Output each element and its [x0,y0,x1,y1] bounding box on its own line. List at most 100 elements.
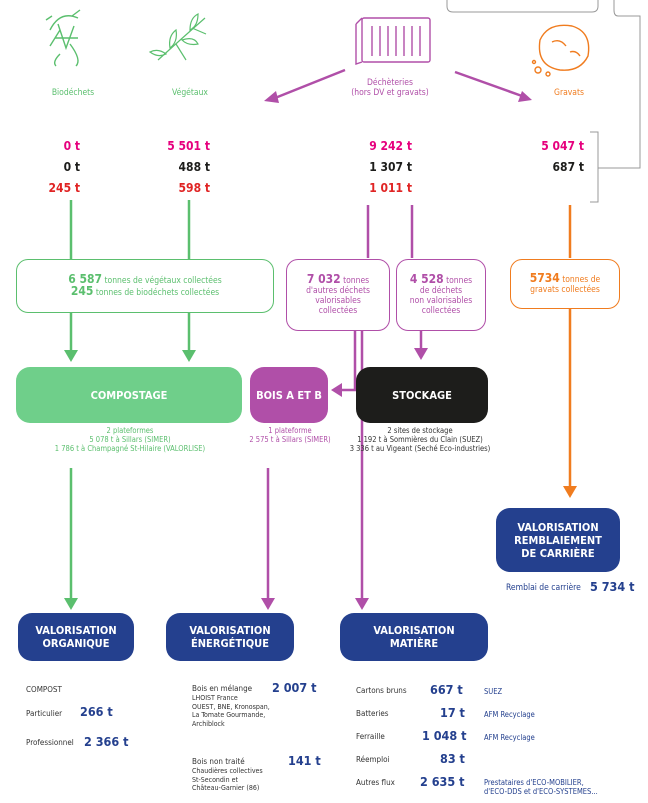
stockage-detail-3: 3 336 t au Vigeant (Seché Eco-industries… [349,444,491,453]
matiere-value-batteries: 17 t [440,705,465,720]
bois-non-traite-note-3: Château-Garnier (86) [192,784,260,792]
gravats-icon [531,24,590,77]
matiere-label-cartons: Cartons bruns [356,686,407,695]
remblai-line2: REMBLAIEMENT [514,533,602,547]
bio-collect-number: 245 [70,284,94,298]
grav-tons-2: 687 t [552,160,584,174]
vegetaux-collect-box: 6 587 tonnes de végétaux collectées 245 … [16,259,274,313]
veg-collect-number: 6 587 [68,272,103,286]
autres-collect-text4: collectées [318,306,358,316]
matiere-value-ferraille: 1 048 t [422,728,467,743]
matiere-dest-autres-2: d'ECO-DDS et d'ECO-SYSTEMES... [484,787,598,796]
dech-tons-1: 9 242 t [369,139,412,153]
grav-tons-1: 5 047 t [541,139,584,153]
stockage-box: STOCKAGE [356,367,488,423]
grav-collect-text1: tonnes de [562,275,601,285]
energetique-line1: VALORISATION [189,624,271,637]
valorisation-energetique-box: VALORISATION ÉNERGÉTIQUE [166,613,294,661]
stockage-detail-2: 1 192 t à Sommières du Clain (SUEZ) [357,435,483,444]
gravats-collect-box: 5734 tonnes de gravats collectées [510,259,620,309]
autres-collect-box: 7 032 tonnes d'autres déchets valorisabl… [286,259,390,331]
bois-non-traite-note-1: Chaudières collectives [192,767,263,775]
bois-melange-label: Bois en mélange [192,684,253,693]
matiere-dest-ferraille: AFM Recyclage [484,733,535,742]
bois-detail-2: 2 575 t à Sillars (SIMER) [249,435,331,444]
nonval-collect-text4: collectées [421,306,461,316]
stockage-detail-1: 2 sites de stockage [387,426,453,435]
veg-collect-text: tonnes de végétaux collectées [104,276,222,286]
matiere-value-autres: 2 635 t [420,774,465,789]
autres-collect-number: 7 032 [306,272,341,286]
autres-collect-text1: tonnes [343,276,370,286]
particulier-label: Particulier [26,709,63,718]
compostage-detail-3: 1 786 t à Champagné St-Hilaire (VALORLIS… [54,444,206,453]
matiere-label-ferraille: Ferraille [356,732,385,741]
matiere-label-reemploi: Réemploi [356,755,390,764]
nonval-collect-number: 4 528 [409,272,444,286]
nonval-collect-text2: de déchets [419,286,463,296]
bois-non-traite-label: Bois non traité [192,757,245,766]
gravats-label: Gravats [554,88,584,98]
stockage-details: 2 sites de stockage 1 192 t à Sommières … [330,426,510,453]
organique-line1: VALORISATION [35,624,117,637]
grav-collect-number: 5734 [529,271,560,285]
remblai-value: 5 734 t [590,579,635,594]
compostage-detail-1: 2 plateformes [106,426,154,435]
professionnel-value: 2 366 t [84,734,129,749]
dech-tons-3: 1 011 t [369,181,412,195]
compostage-detail-2: 5 078 t à Sillars (SIMER) [89,435,171,444]
decheteries-label: Déchèteries (hors DV et gravats) [330,78,450,98]
bois-non-traite-value: 141 t [288,753,321,768]
matiere-line2: MATIÈRE [389,637,439,650]
organique-line2: ORGANIQUE [42,637,110,650]
bois-melange-note-1: LHOIST France [192,694,238,702]
matiere-value-reemploi: 83 t [440,751,465,766]
container-icon [355,17,431,65]
decheteries-label-line1: Déchèteries [366,78,413,88]
nonval-collect-text1: tonnes [446,276,473,286]
bois-box: BOIS A ET B [250,367,328,423]
compostage-box: COMPOSTAGE [16,367,242,423]
bois-details: 1 plateforme 2 575 t à Sillars (SIMER) [228,426,352,444]
bois-non-traite-note-2: St-Secondin et [192,775,239,784]
decheteries-label-line2: (hors DV et gravats) [351,88,429,98]
grav-collect-text2: gravats collectées [530,285,600,295]
remblai-label: Remblai de carrière [506,583,581,593]
compostage-details: 2 plateformes 5 078 t à Sillars (SIMER) … [10,426,250,453]
bois-melange-note-2: OUEST, BNE, Kronospan, [192,702,270,711]
bois-melange-note: LHOIST France OUEST, BNE, Kronospan, La … [192,694,270,728]
matiere-label-autres: Autres flux [356,778,395,787]
veg-tons-2: 488 t [178,160,210,174]
professionnel-label: Professionnel [26,738,74,747]
matiere-dest-autres: Prestataires d'ECO-MOBILIER, d'ECO-DDS e… [484,778,598,796]
bois-melange-note-3: La Tomate Gourmande, [192,711,266,719]
vegetaux-icon [148,13,207,61]
matiere-line1: VALORISATION [373,624,455,637]
bois-detail-1: 1 plateforme [268,426,312,435]
matiere-value-cartons: 667 t [430,682,463,697]
particulier-value: 266 t [80,704,113,719]
dech-tons-2: 1 307 t [369,160,412,174]
compost-label: COMPOST [26,685,62,694]
bio-tons-2: 0 t [63,160,80,174]
biodechets-icon [45,9,81,67]
vegetaux-label: Végétaux [172,88,208,98]
energetique-line2: ÉNERGÉTIQUE [191,637,269,650]
nonval-collect-text3: non valorisables [409,296,473,306]
valorisation-matiere-box: VALORISATION MATIÈRE [340,613,488,661]
remblai-line1: VALORISATION [517,520,599,534]
autres-collect-text3: valorisables [315,296,361,306]
nonval-collect-box: 4 528 tonnes de déchets non valorisables… [396,259,486,331]
remblai-line3: DE CARRIÈRE [521,546,595,560]
bois-non-traite-note: Chaudières collectives St-Secondin et Ch… [192,767,263,793]
biodechets-label: Biodéchets [51,88,95,98]
bois-melange-note-4: Archiblock [192,719,225,728]
autres-collect-text2: d'autres déchets [306,286,370,296]
valorisation-organique-box: VALORISATION ORGANIQUE [18,613,134,661]
matiere-label-batteries: Batteries [356,709,389,718]
bio-collect-text: tonnes de biodéchets collectées [95,288,220,298]
bio-tons-3: 245 t [48,181,80,195]
veg-tons-3: 598 t [178,181,210,195]
bois-melange-value: 2 007 t [272,680,317,695]
